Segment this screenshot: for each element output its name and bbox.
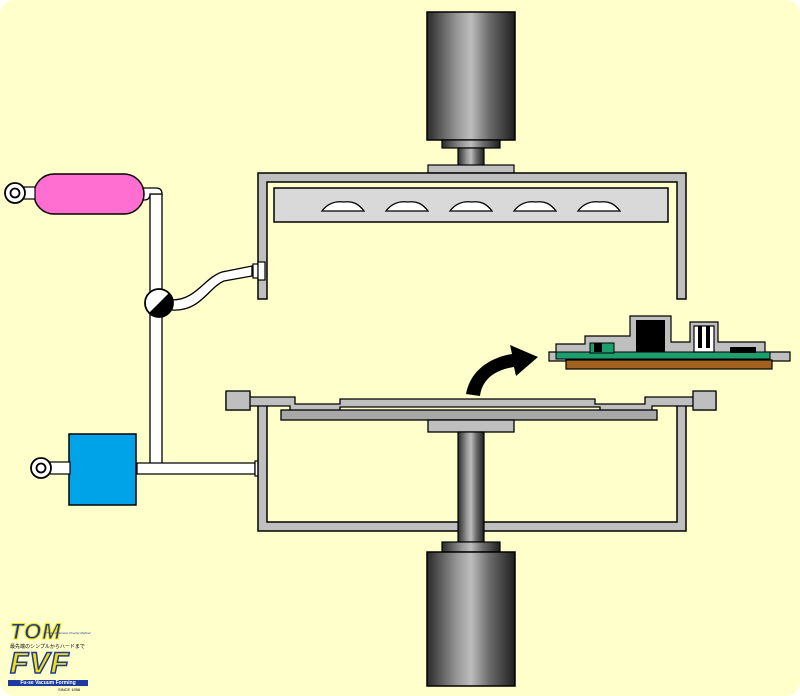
logo-fvf-caption: Fu-se Vacuum Forming [20, 680, 76, 686]
gas-tank [33, 173, 145, 215]
upper-chamber [257, 172, 687, 300]
connector-pin [698, 326, 702, 348]
curved-arrow-icon [466, 345, 538, 396]
lower-cylinder-body [426, 551, 516, 687]
chip-left-top [594, 343, 602, 352]
right-clamp [692, 390, 717, 411]
heater-element [576, 201, 622, 212]
piping [136, 187, 266, 477]
upper-cylinder-body [426, 11, 516, 141]
ring-port-icon [4, 182, 26, 204]
lower-branch-pipe [136, 462, 256, 475]
circuit-board [548, 315, 791, 370]
logo-tagline: 最先端のシンプルからハードまで [10, 644, 85, 650]
logo-since: SINCE 1956 [58, 687, 81, 692]
pump-connector [49, 461, 71, 475]
lower-cylinder-neck [441, 541, 501, 553]
upper-actuator [426, 11, 516, 174]
left-clamp [225, 390, 251, 411]
upper-branch-pipe [171, 265, 253, 311]
main-vertical-pipe [149, 193, 163, 467]
ring-port-icon [30, 457, 52, 479]
logo-tom: TOM [9, 619, 62, 644]
upper-rod-plate [427, 164, 515, 174]
table-support [427, 419, 515, 433]
heater-element [448, 201, 494, 212]
company-logo: TOM Three dimension Overlay Method 最先端のシ… [6, 619, 92, 693]
heater-element [512, 201, 558, 212]
connector [693, 325, 715, 353]
logo-caption-bar: Fu-se Vacuum Forming [8, 680, 88, 686]
vacuum-pump [68, 433, 137, 506]
lower-actuator [426, 541, 516, 687]
chip-right [730, 347, 756, 353]
logo-fvf: FVF [9, 647, 70, 680]
chip-main [636, 320, 665, 352]
logo-tom-subtitle: Three dimension Overlay Method [46, 631, 91, 635]
upper-cylinder-neck [441, 139, 501, 149]
table-rod [457, 431, 485, 543]
upper-flange [257, 261, 266, 281]
upper-fitting [252, 263, 259, 279]
board-pcb [555, 351, 771, 360]
three-way-valve-icon [144, 288, 174, 318]
connector-pin [706, 326, 710, 348]
board-substrate [565, 359, 773, 370]
heater-element [384, 201, 430, 212]
upper-cylinder-rod [457, 147, 485, 167]
heater-element [320, 201, 366, 212]
table-plate [280, 409, 658, 421]
heater-elements [320, 201, 622, 212]
